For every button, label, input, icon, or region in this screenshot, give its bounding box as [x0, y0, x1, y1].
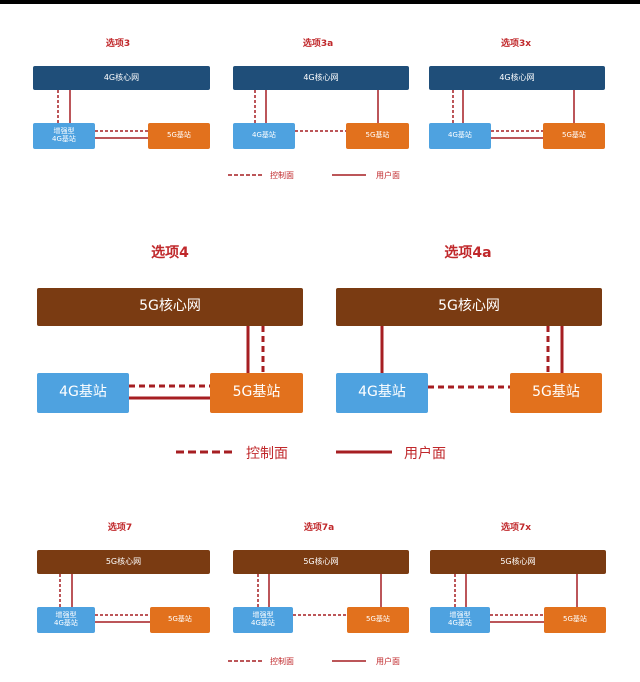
core-network-box: 5G核心网	[430, 550, 606, 574]
enb-box: 4G基站	[233, 123, 295, 149]
enb-box: 4G基站	[37, 373, 129, 413]
legend-user-label: 用户面	[404, 446, 446, 462]
option7a-title: 选项7a	[303, 523, 335, 533]
gnb-box: 5G基站	[150, 607, 210, 633]
enb-box: 4G基站	[336, 373, 428, 413]
option4a-title: 选项4a	[444, 245, 492, 261]
core-network-box: 5G核心网	[336, 288, 602, 326]
option3x-title: 选项3x	[500, 39, 532, 49]
option3-title: 选项3	[105, 39, 131, 49]
gnb-box: 5G基站	[347, 607, 409, 633]
gnb-box: 5G基站	[510, 373, 602, 413]
enb-box: 增强型 4G基站	[33, 123, 95, 149]
legend-control-label: 控制面	[246, 446, 288, 462]
legend-control-label: 控制面	[270, 171, 294, 180]
enb-box: 增强型 4G基站	[430, 607, 490, 633]
core-network-box: 4G核心网	[429, 66, 605, 90]
enb-box: 增强型 4G基站	[233, 607, 293, 633]
core-network-box: 5G核心网	[233, 550, 409, 574]
gnb-box: 5G基站	[544, 607, 606, 633]
top-border	[0, 0, 640, 4]
core-network-box: 5G核心网	[37, 550, 210, 574]
legend-user-label: 用户面	[376, 171, 400, 180]
option3a-title: 选项3a	[302, 39, 334, 49]
enb-box: 4G基站	[429, 123, 491, 149]
legend-control-label: 控制面	[270, 657, 294, 666]
option7-title: 选项7	[107, 523, 133, 533]
core-network-box: 4G核心网	[233, 66, 409, 90]
gnb-box: 5G基站	[543, 123, 605, 149]
legend-user-label: 用户面	[376, 657, 400, 666]
core-network-box: 4G核心网	[33, 66, 210, 90]
core-network-box: 5G核心网	[37, 288, 303, 326]
gnb-box: 5G基站	[346, 123, 409, 149]
option7x-title: 选项7x	[500, 523, 532, 533]
option4-title: 选项4	[151, 245, 189, 261]
gnb-box: 5G基站	[210, 373, 303, 413]
gnb-box: 5G基站	[148, 123, 210, 149]
enb-box: 增强型 4G基站	[37, 607, 95, 633]
